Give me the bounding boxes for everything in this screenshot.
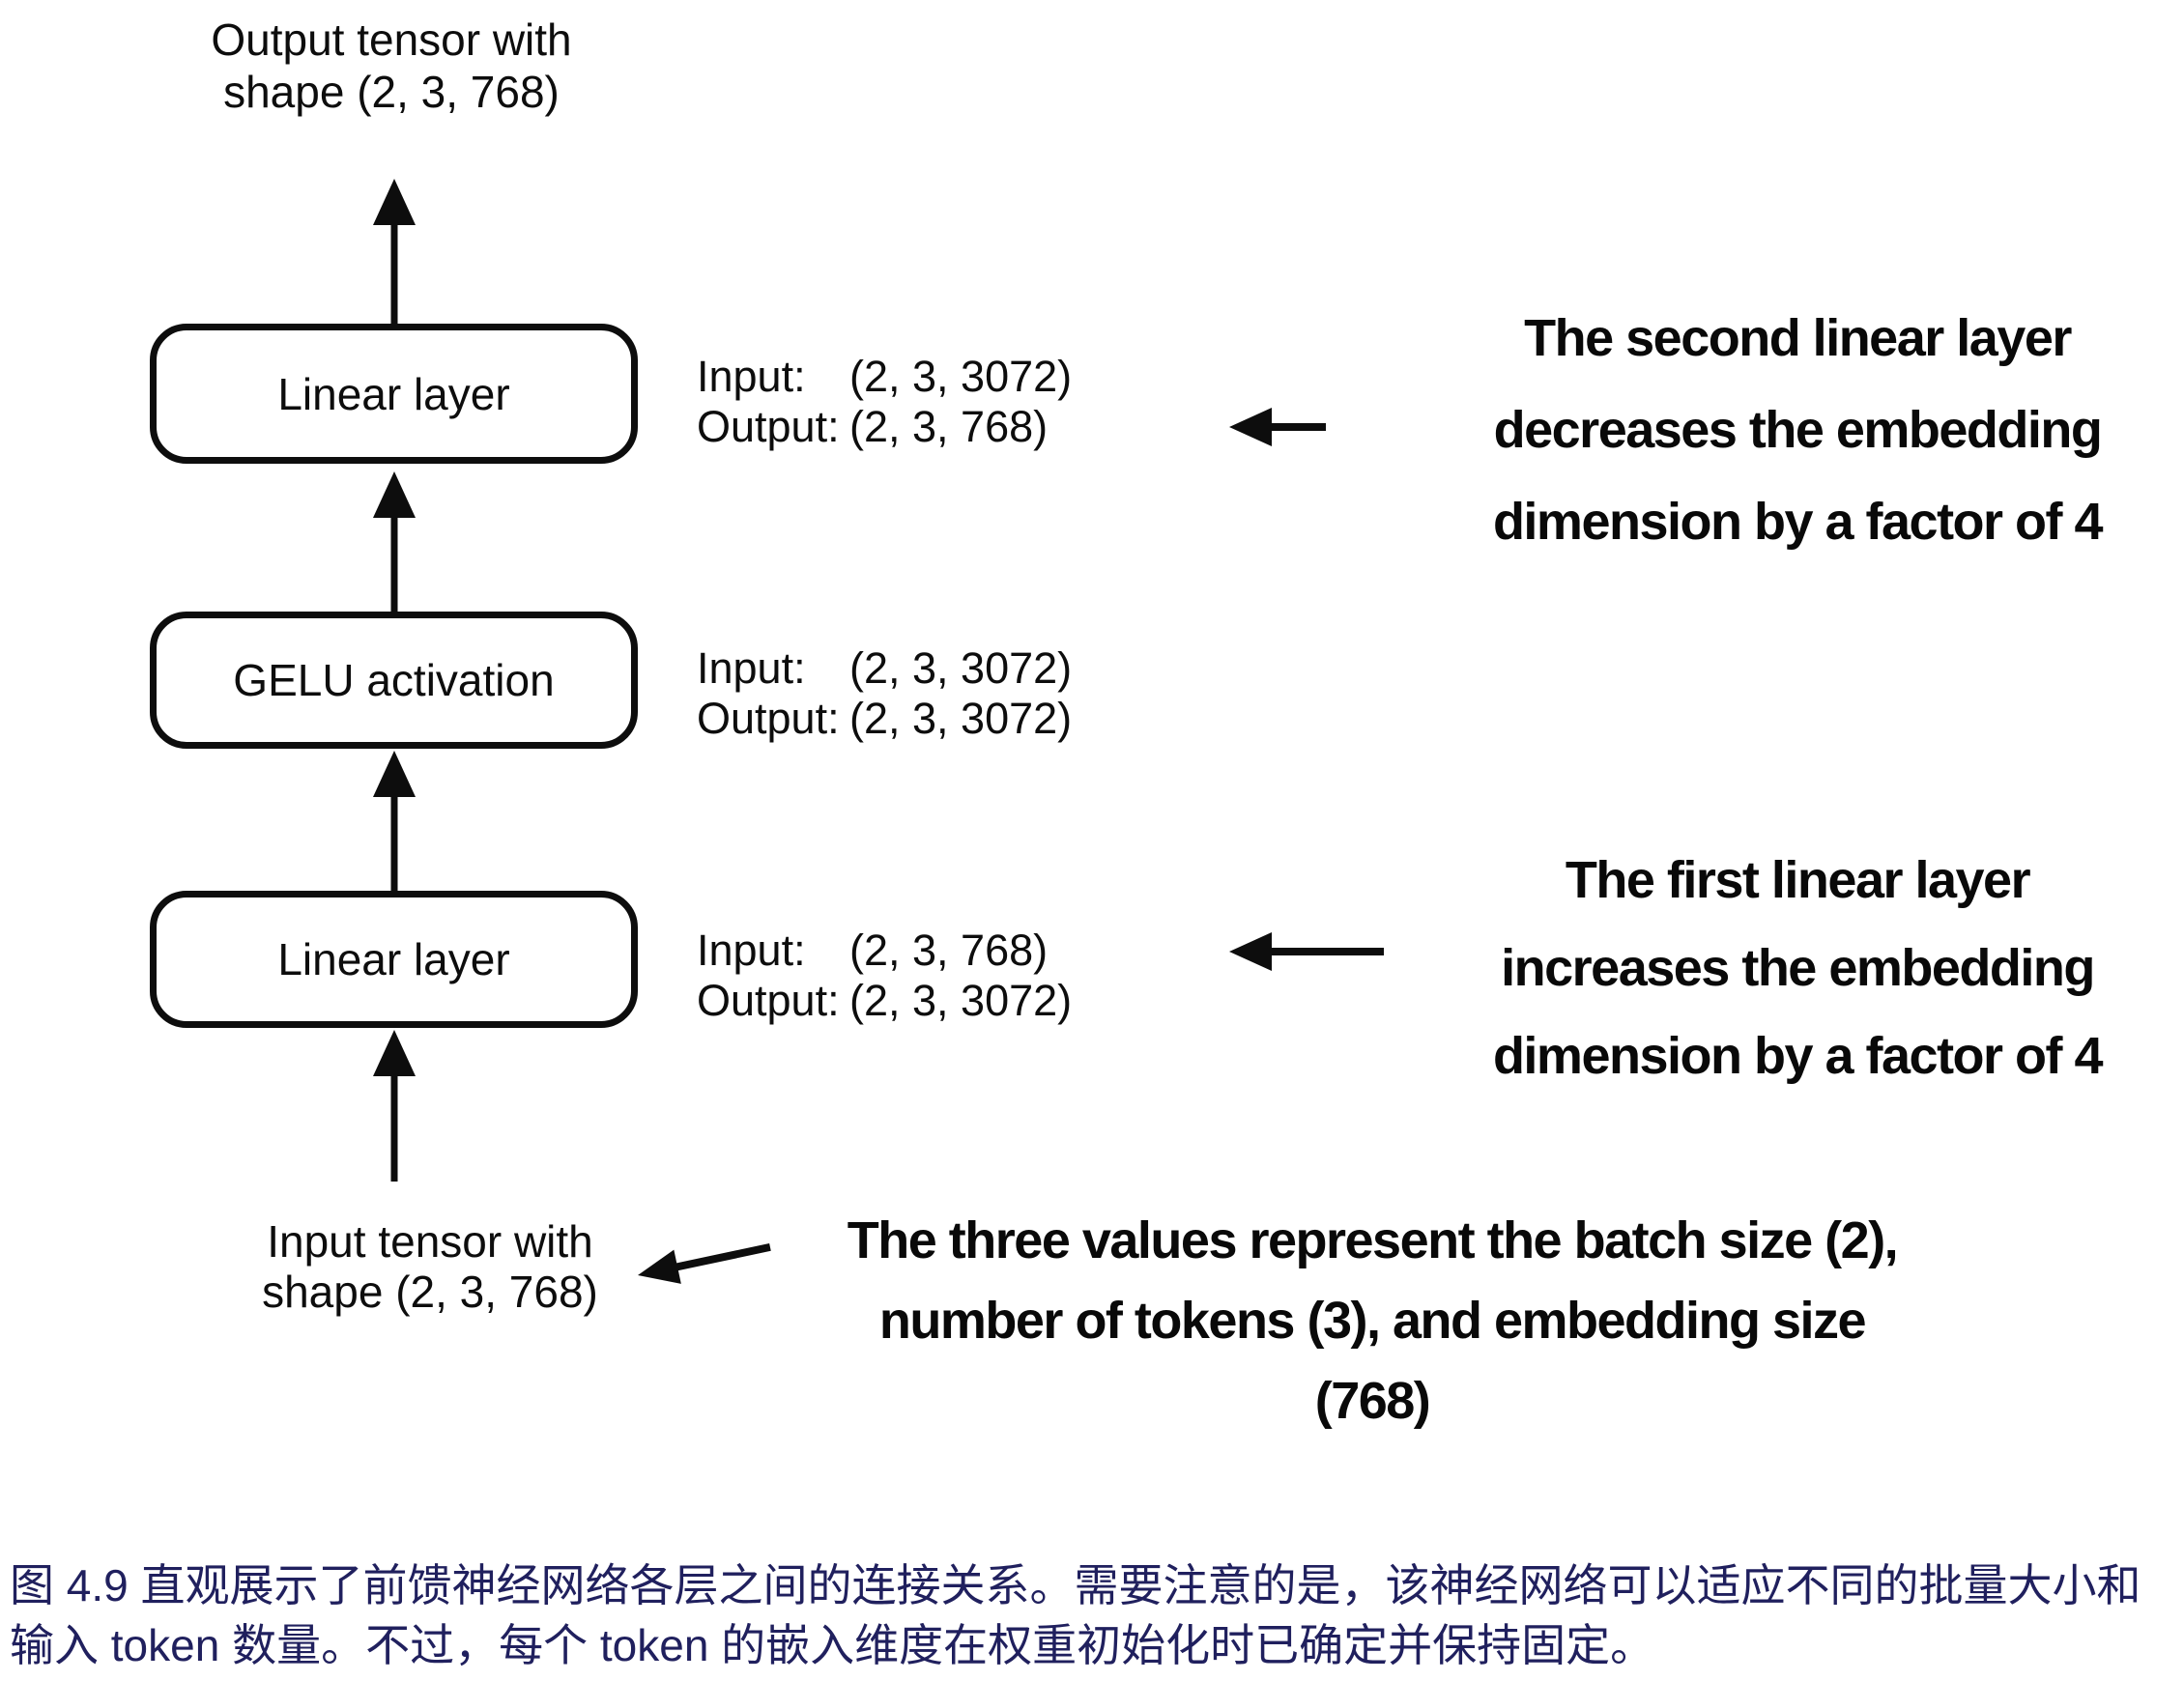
input-value: (2, 3, 3072) <box>849 643 1073 693</box>
caption-line2: 输入 token 数量。不过，每个 token 的嵌入维度在权重初始化时已确定并… <box>10 1620 1655 1670</box>
output-tensor-line1: Output tensor with <box>211 14 572 65</box>
arrow-up-icon <box>373 751 416 891</box>
input-label: Input: <box>697 643 806 693</box>
output-tensor-line2: shape (2, 3, 768) <box>223 67 560 117</box>
input-tensor-line1: Input tensor with <box>267 1216 593 1267</box>
annotation-line: The second linear layer <box>1524 309 2072 367</box>
annotation-line: number of tokens (3), and embedding size <box>878 1292 1867 1350</box>
annotation-line: dimension by a factor of 4 <box>1492 1027 2104 1085</box>
linear-layer-2-label: Linear layer <box>277 368 510 419</box>
linear-layer-1-label: Linear layer <box>277 934 510 984</box>
arrow-down-left-icon <box>638 1242 771 1284</box>
annotation-second-linear-layer: The second linear layer decreases the em… <box>1440 293 2155 568</box>
annotation-line: increases the embedding <box>1501 939 2095 997</box>
linear-layer-1-box: Linear layer <box>150 891 638 1028</box>
input-tensor-label: Input tensor with shape (2, 3, 768) <box>232 1216 628 1317</box>
annotation-tensor-values: The three values represent the batch siz… <box>821 1201 1923 1441</box>
output-value: (2, 3, 3072) <box>849 976 1073 1025</box>
arrow-up-icon <box>373 471 416 612</box>
annotation-line: (768) <box>1314 1372 1431 1430</box>
io-shapes-gelu: Input: (2, 3, 3072) Output: (2, 3, 3072) <box>697 643 1072 744</box>
output-value: (2, 3, 768) <box>849 402 1049 451</box>
annotation-line: dimension by a factor of 4 <box>1492 493 2104 551</box>
io-shapes-linear-1: Input: (2, 3, 768) Output: (2, 3, 3072) <box>697 926 1072 1026</box>
input-label: Input: <box>697 926 806 975</box>
annotation-line: The three values represent the batch siz… <box>847 1211 1899 1269</box>
input-tensor-line2: shape (2, 3, 768) <box>262 1267 598 1317</box>
gelu-activation-box: GELU activation <box>150 612 638 749</box>
annotation-first-linear-layer: The first linear layer increases the emb… <box>1440 837 2155 1100</box>
linear-layer-2-box: Linear layer <box>150 324 638 464</box>
figure-caption: 图 4.9 直观展示了前馈神经网络各层之间的连接关系。需要注意的是，该神经网络可… <box>10 1555 2141 1675</box>
output-label: Output: <box>697 694 840 743</box>
arrow-up-icon <box>373 1030 416 1182</box>
input-label: Input: <box>697 352 806 401</box>
gelu-activation-label: GELU activation <box>233 655 555 705</box>
arrow-left-icon <box>1229 932 1384 971</box>
arrow-left-icon <box>1229 408 1326 446</box>
output-value: (2, 3, 3072) <box>849 694 1073 743</box>
annotation-line: The first linear layer <box>1565 851 2031 909</box>
output-label: Output: <box>697 402 840 451</box>
annotation-line: decreases the embedding <box>1493 401 2103 459</box>
io-shapes-linear-2: Input: (2, 3, 3072) Output: (2, 3, 768) <box>697 352 1072 452</box>
output-label: Output: <box>697 976 840 1025</box>
input-value: (2, 3, 3072) <box>849 352 1073 401</box>
input-value: (2, 3, 768) <box>849 926 1049 975</box>
arrow-up-icon <box>373 179 416 327</box>
caption-line1: 图 4.9 直观展示了前馈神经网络各层之间的连接关系。需要注意的是，该神经网络可… <box>10 1560 2141 1610</box>
output-tensor-label: Output tensor with shape (2, 3, 768) <box>150 14 633 118</box>
